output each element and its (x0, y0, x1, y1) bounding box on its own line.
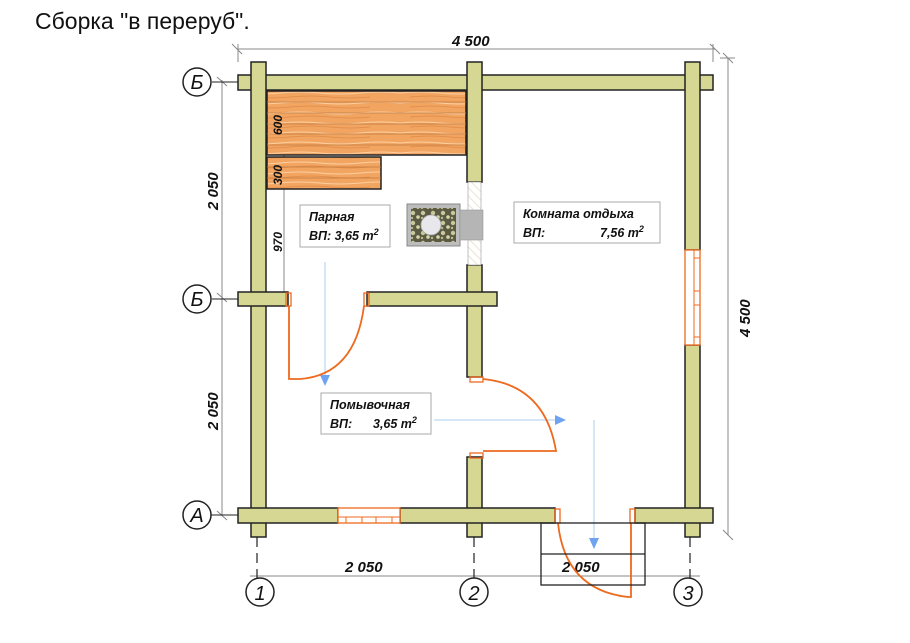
dim-bottom-left: 2 050 (344, 559, 383, 576)
svg-text:ВП: 3,65 m2: ВП: 3,65 m2 (309, 227, 379, 243)
axis-row-b-top: Б (182, 67, 238, 97)
stove-icon (406, 203, 484, 247)
svg-text:ВП:: ВП: (330, 417, 352, 431)
svg-text:1: 1 (254, 583, 265, 605)
svg-text:ВП:: ВП: (523, 226, 545, 240)
svg-text:2: 2 (467, 583, 479, 605)
axis-col-2: 2 (459, 537, 489, 607)
svg-text:Б: Б (190, 289, 203, 311)
dim-left-upper: 2 050 (205, 172, 222, 211)
door-entrance[interactable] (554, 508, 636, 598)
door-wash-to-rest[interactable] (469, 376, 558, 459)
dim-bottom-right: 2 050 (561, 559, 600, 576)
dim-shelf-lower: 300 (271, 165, 285, 185)
svg-text:Б: Б (190, 72, 203, 94)
door-steam-room[interactable] (285, 292, 370, 380)
sauna-shelves (266, 90, 467, 190)
dimension-lines (216, 43, 735, 577)
walls (237, 61, 714, 538)
svg-text:Комната отдыха: Комната отдыха (523, 207, 634, 221)
axis-col-1: 1 (245, 537, 275, 607)
window-right (684, 249, 701, 346)
svg-text:3,65 m2: 3,65 m2 (373, 415, 417, 431)
svg-text:7,56 m2: 7,56 m2 (600, 224, 644, 240)
dim-top-total: 4 500 (451, 33, 490, 50)
room-label-steam: Парная ВП: 3,65 m2 (299, 204, 391, 248)
svg-text:3: 3 (682, 583, 693, 605)
axis-col-3: 3 (673, 537, 703, 607)
dim-right-total: 4 500 (737, 299, 754, 338)
svg-text:А: А (189, 505, 203, 527)
svg-text:Помывочная: Помывочная (330, 398, 411, 412)
axis-row-b-mid: Б (182, 284, 238, 314)
dim-steam-depth: 970 (271, 232, 285, 252)
room-label-wash: Помывочная ВП: 3,65 m2 (320, 392, 432, 435)
entrance-step (540, 522, 646, 586)
room-label-rest: Комната отдыха ВП: 7,56 m2 (513, 201, 661, 244)
dim-left-lower: 2 050 (205, 392, 222, 431)
dim-shelf-upper: 600 (271, 115, 285, 135)
axis-row-a: А (182, 500, 238, 530)
flow-arrows (320, 262, 599, 549)
window-bottom (337, 507, 401, 524)
drawing-title: Сборка "в переруб". (35, 8, 250, 34)
svg-text:Парная: Парная (309, 210, 355, 224)
